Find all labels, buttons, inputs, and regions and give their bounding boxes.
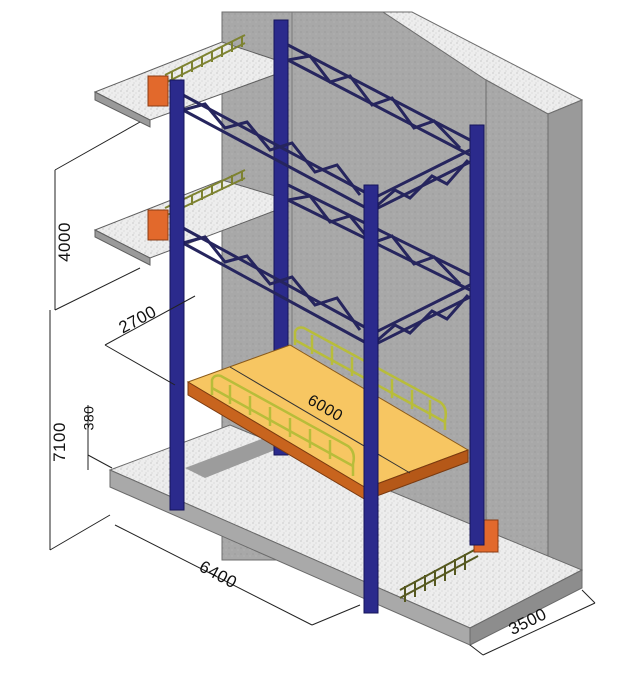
column-back-right — [469, 124, 485, 546]
dimension-floor-height: 4000 — [54, 222, 74, 262]
lift-platform — [186, 344, 470, 501]
middle-gate-box — [147, 209, 169, 241]
dimension-total-height: 7100 — [49, 422, 69, 462]
platform-railing-front — [210, 374, 356, 476]
column-back-left — [273, 19, 289, 456]
truss-beams — [182, 43, 471, 349]
dimension-lines — [49, 121, 596, 656]
column-front-right — [363, 184, 379, 614]
column-front-left — [169, 79, 185, 511]
dimension-pit-depth: 380 — [80, 405, 97, 431]
upper-gate-box — [147, 75, 169, 107]
ground-landing-gate — [399, 547, 479, 602]
